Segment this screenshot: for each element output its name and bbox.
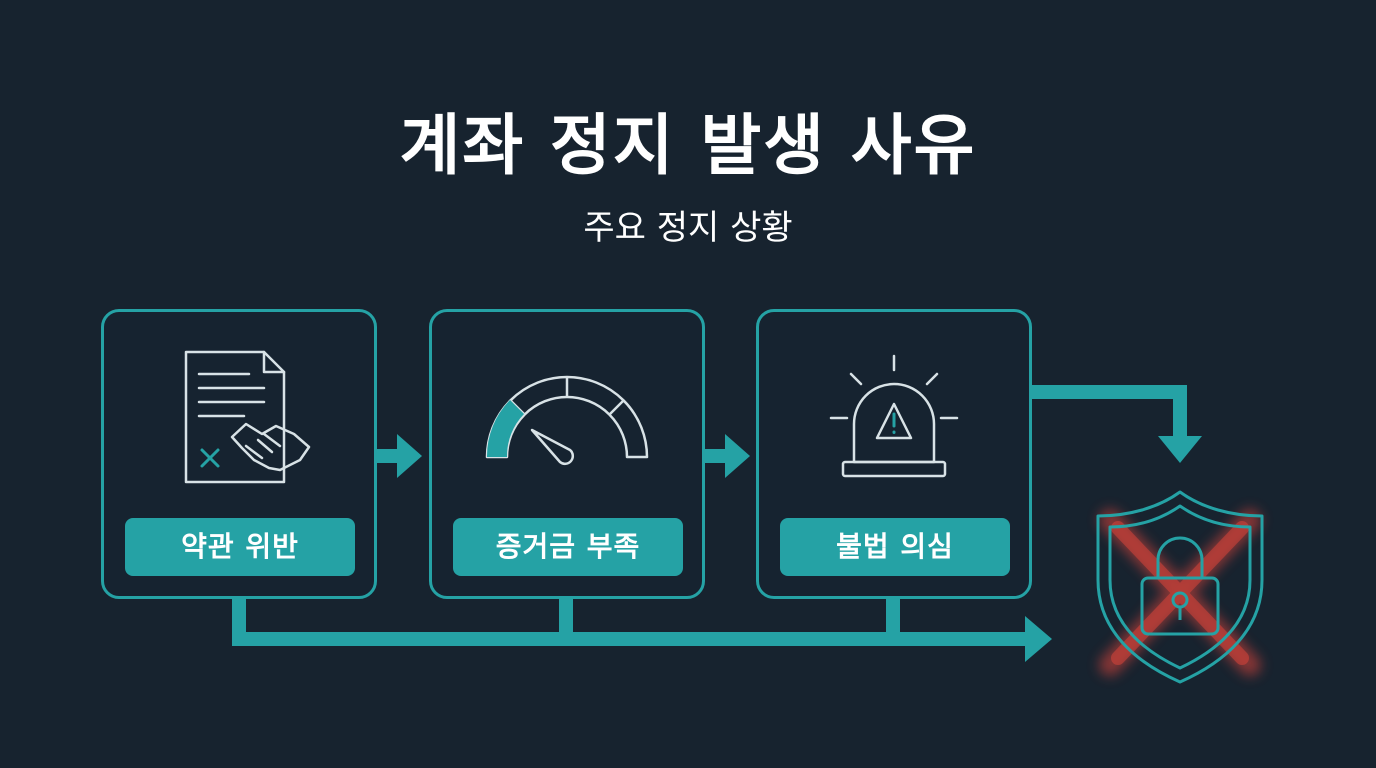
card-label-illegal-suspicion: 불법 의심 bbox=[780, 518, 1010, 576]
card-illegal-suspicion: 불법 의심 bbox=[756, 309, 1032, 599]
gauge-icon bbox=[485, 375, 649, 466]
card-label-terms-violation: 약관 위반 bbox=[125, 518, 355, 576]
card-terms-violation: 약관 위반 bbox=[101, 309, 377, 599]
card-label-insufficient-margin: 증거금 부족 bbox=[453, 518, 683, 576]
arrow-card1-to-card2 bbox=[377, 434, 422, 478]
arrow-card3-to-shield bbox=[1032, 385, 1202, 463]
page-subtitle: 주요 정지 상황 bbox=[583, 208, 793, 248]
contract-handshake-icon bbox=[184, 350, 311, 484]
locked-shield-icon bbox=[1096, 490, 1264, 684]
alarm-siren-icon bbox=[829, 354, 959, 478]
bottom-bus-arrow bbox=[232, 599, 1052, 662]
card-insufficient-margin: 증거금 부족 bbox=[429, 309, 705, 599]
arrow-card2-to-card3 bbox=[705, 434, 750, 478]
page-title: 계좌 정지 발생 사유 bbox=[399, 107, 977, 184]
